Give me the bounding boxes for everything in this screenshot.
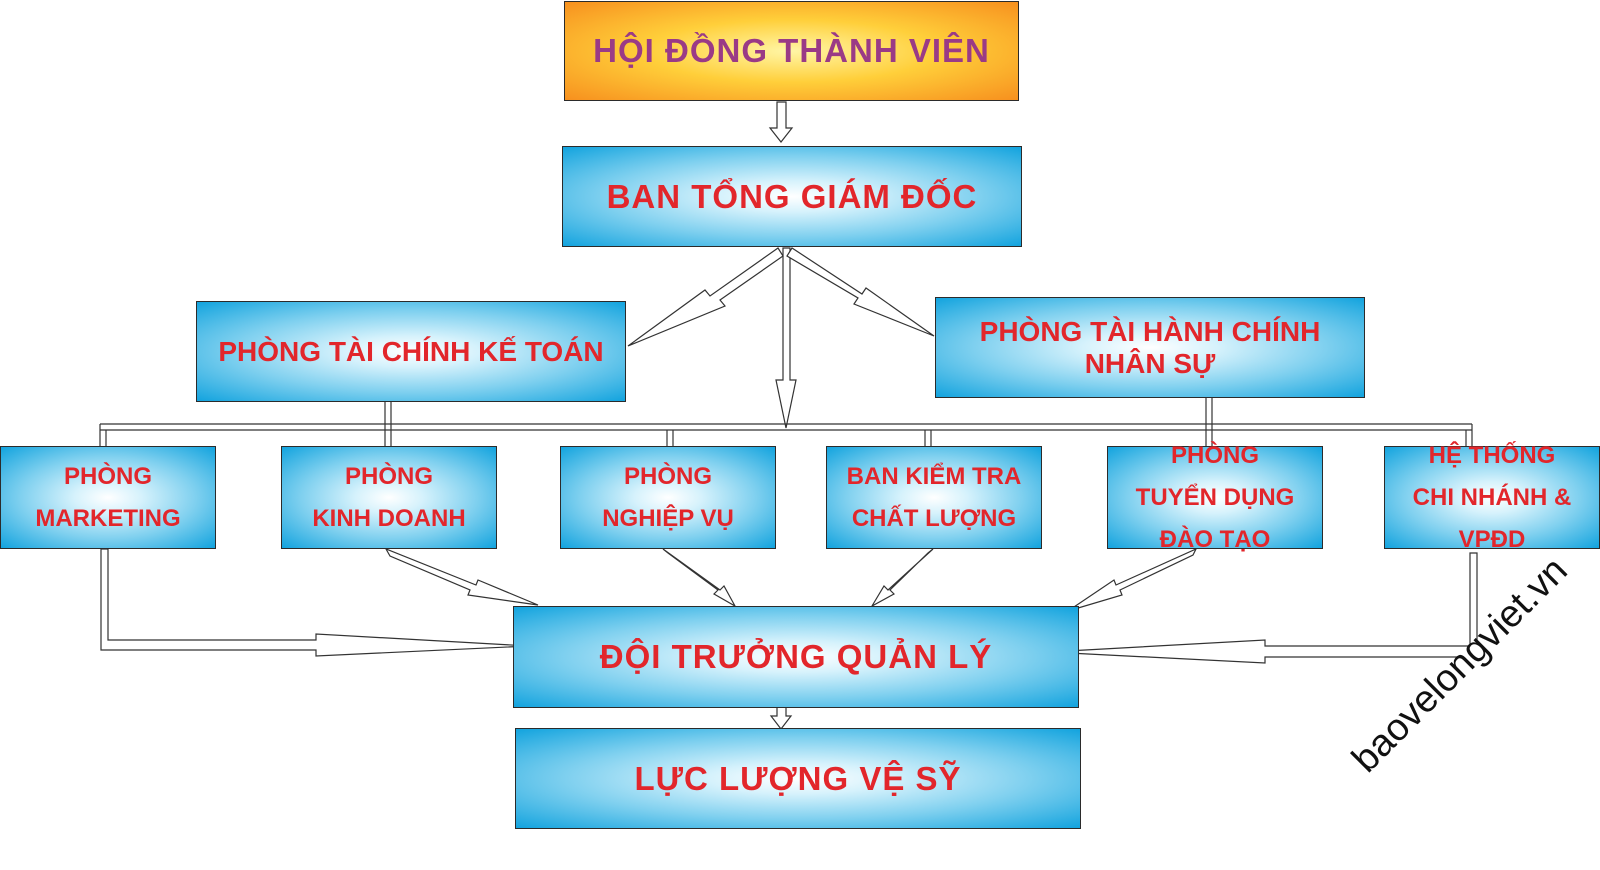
council-box: HỘI ĐỒNG THÀNH VIÊN bbox=[564, 1, 1019, 101]
dept-branches-line1: HỆ THỐNG bbox=[1428, 441, 1556, 469]
guards-box: LỰC LƯỢNG VỆ SỸ bbox=[515, 728, 1081, 829]
admin-hr-box: PHÒNG TÀI HÀNH CHÍNH NHÂN SỰ bbox=[935, 297, 1365, 398]
connector-layer bbox=[99, 101, 1600, 830]
arrow-ops-to-leader bbox=[662, 548, 737, 608]
arrow-board-to-finance bbox=[627, 247, 784, 347]
board-label: BAN TỔNG GIÁM ĐỐC bbox=[606, 177, 978, 215]
dept-operations-line1: PHÒNG bbox=[623, 462, 712, 490]
arrow-sales-to-leader bbox=[384, 547, 539, 606]
team-leader-box: ĐỘI TRƯỞNG QUẢN LÝ bbox=[513, 606, 1079, 708]
arrow-recruit-to-leader bbox=[1067, 547, 1198, 612]
guards-label: LỰC LƯỢNG VỆ SỸ bbox=[634, 759, 962, 797]
dept-quality-control: BAN KIỂM TRA CHẤT LƯỢNG bbox=[826, 446, 1042, 549]
dept-branches-line2: CHI NHÁNH & VPĐD bbox=[1412, 483, 1572, 553]
arrow-board-down bbox=[775, 247, 797, 429]
arrow-branches-to-leader bbox=[1048, 552, 1478, 664]
watermark-band bbox=[1290, 520, 1600, 830]
dept-sales: PHÒNG KINH DOANH bbox=[281, 446, 497, 549]
dept-sales-line1: PHÒNG bbox=[344, 462, 433, 490]
dept-operations-line2: NGHIỆP VỤ bbox=[602, 504, 734, 532]
dept-sales-line2: KINH DOANH bbox=[312, 504, 466, 532]
dept-quality-control-line1: BAN KIỂM TRA bbox=[846, 462, 1022, 490]
arrow-marketing-to-leader bbox=[100, 548, 530, 657]
board-box: BAN TỔNG GIÁM ĐỐC bbox=[562, 146, 1022, 247]
dept-quality-control-line2: CHẤT LƯỢNG bbox=[851, 504, 1017, 532]
team-leader-label: ĐỘI TRƯỞNG QUẢN LÝ bbox=[599, 638, 993, 675]
council-label: HỘI ĐỒNG THÀNH VIÊN bbox=[593, 32, 990, 69]
finance-label: PHÒNG TÀI CHÍNH KẾ TOÁN bbox=[218, 335, 604, 367]
dept-recruitment-line1: PHÒNG bbox=[1170, 441, 1259, 469]
dept-recruitment-line2: TUYỂN DỤNG ĐÀO TẠO bbox=[1135, 483, 1295, 553]
finance-box: PHÒNG TÀI CHÍNH KẾ TOÁN bbox=[196, 301, 626, 402]
dept-marketing-line2: MARKETING bbox=[35, 504, 181, 532]
arrow-qc-to-leader bbox=[870, 548, 934, 608]
admin-hr-label: PHÒNG TÀI HÀNH CHÍNH NHÂN SỰ bbox=[979, 315, 1321, 379]
arrow-council-to-board bbox=[768, 101, 794, 143]
dept-operations: PHÒNG NGHIỆP VỤ bbox=[560, 446, 776, 549]
dept-recruitment: PHÒNG TUYỂN DỤNG ĐÀO TẠO bbox=[1107, 442, 1323, 553]
arrow-board-to-hr bbox=[786, 247, 935, 337]
dept-marketing: PHÒNG MARKETING bbox=[0, 446, 216, 549]
dept-marketing-line1: PHÒNG bbox=[63, 462, 152, 490]
